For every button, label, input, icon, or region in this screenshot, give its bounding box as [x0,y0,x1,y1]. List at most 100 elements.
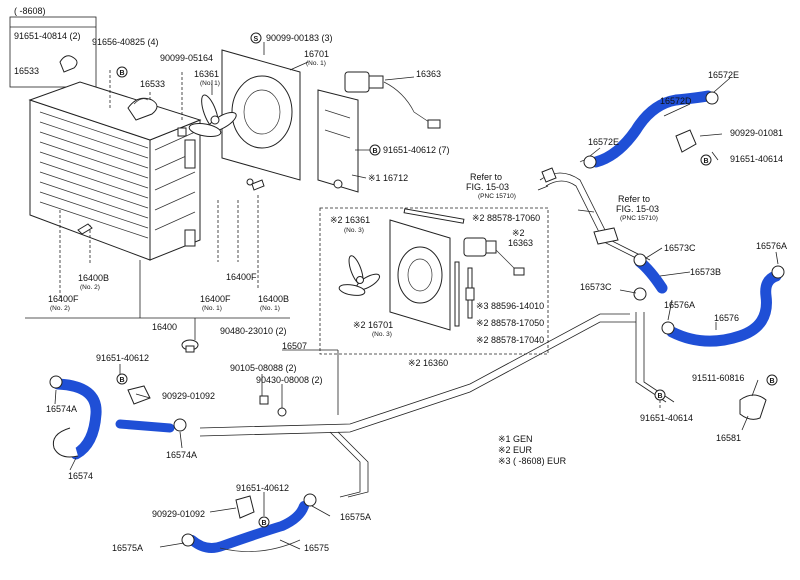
label-16400f-a-sub: (No. 2) [50,305,70,312]
legend-gen: ※1 GEN [498,434,533,444]
label-90099-00183: 90099-00183 (3) [266,33,333,43]
legend-range: ※3 ( -8608) EUR [498,456,567,466]
marker-b-text: B [373,148,378,155]
box-range-label: ( -8608) [14,6,46,16]
label-inset-16361-sub: (No. 3) [344,227,364,234]
label-91651-40612-7: 91651-40612 (7) [383,145,450,155]
label-16572d: 16572D [660,96,692,106]
label-16572e: 16572E [588,137,619,147]
label-91651-40612-bot: 91651-40612 [236,483,289,493]
marker-s-text: S [254,36,259,43]
label-inset-88578-17040: ※2 88578-17040 [476,335,544,345]
radiator-leaders [25,70,290,340]
label-91651-40614-top: 91651-40614 [730,154,783,164]
label-91651-40614-mid: 91651-40614 [640,413,693,423]
label-inset-88578-17050: ※2 88578-17050 [476,318,544,328]
label-16507: 16507 [282,341,307,351]
label-16400b-2: 16400B [258,294,289,304]
label-16400f-a: 16400F [48,294,79,304]
marker-b-icon [116,66,128,78]
label-16361-sub: (No. 1) [200,80,220,87]
label-16574: 16574 [68,471,93,481]
label-90929-01092-left: 90929-01092 [162,391,215,401]
clamp-icon [303,493,317,507]
label-16533: 16533 [140,79,165,89]
label-16400b-2-sub: (No. 1) [260,305,280,312]
inset-eur-fan-box [319,207,549,355]
bottom-leaders [54,349,339,550]
hose-16576 [666,270,782,347]
right-leaders [537,77,779,431]
label-16400f-b: 16400F [226,272,257,282]
clamp-icon [661,321,675,335]
variant-legend: ※1 GEN ※2 EUR ※3 ( -8608) EUR [498,434,567,466]
box-part-16533: 16533 [14,66,39,76]
clamp-icon [633,253,647,267]
label-inset-88578-17060: ※2 88578-17060 [472,213,540,223]
label-90430-08008: 90430-08008 (2) [256,375,323,385]
label-16576: 16576 [714,313,739,323]
label-refer-2-fig: FIG. 15-03 [616,204,659,214]
marker-b-text: B [770,378,775,385]
label-90480-23010: 90480-23010 (2) [220,326,287,336]
label-16573c-b: 16573C [580,282,612,292]
clamp-icon [771,265,785,279]
box-part-91651-40814: 91651-40814 (2) [14,31,81,41]
label-16400f-c-sub: (No. 1) [202,305,222,312]
label-91656-40825: 91656-40825 (4) [92,37,159,47]
hose-16574 [52,378,102,460]
label-16361: 16361 [194,69,219,79]
label-91511-60816: 91511-60816 [692,373,744,383]
label-16400b: 16400B [78,273,109,283]
fan-motor-icon [344,71,384,93]
marker-b-icon [369,144,381,156]
label-16575a-b: 16575A [112,543,143,553]
label-16574a-b: 16574A [166,450,197,460]
hose-16572d [590,90,714,168]
hose-16574-b [115,419,175,433]
marker-s-icon [250,32,262,44]
clamp-icon [705,91,719,105]
fan-blade-icon [188,94,237,138]
label-16572e-top: 16572E [708,70,739,80]
part-labels: 91656-40825 (4) 16533 90099-05164 16361 … [46,33,787,553]
label-inset-16701: ※2 16701 [353,320,393,330]
label-16581: 16581 [716,433,741,443]
clamp-icon [583,155,597,169]
marker-b-text: B [120,70,125,77]
marker-b-icon [700,154,712,166]
marker-b-text: B [704,158,709,165]
label-90929-01092-bot: 90929-01092 [152,509,205,519]
hose-16575 [187,501,309,553]
clamp-icon [173,418,187,432]
marker-b-icon [116,373,128,385]
clamp-icon [49,375,63,389]
label-16400: 16400 [152,322,177,332]
label-16360: ※2 16360 [408,358,448,368]
radiator-drawing [28,81,202,261]
hose-ends [52,159,597,552]
coolant-hoses [52,90,782,553]
label-inset-16701-sub: (No. 3) [372,331,392,338]
clamp-16581-icon [739,394,767,420]
marker-b-text: B [658,393,663,400]
label-16400b-sub: (No. 2) [80,284,100,291]
marker-b-icon [766,374,778,386]
label-16400f-c: 16400F [200,294,231,304]
clip-16533 [127,97,158,121]
label-refer-2: Refer to [618,194,650,204]
label-16576a-a: 16576A [756,241,787,251]
legend-eur: ※2 EUR [498,445,533,455]
label-refer-1: Refer to [470,172,502,182]
fan-leaders [211,42,415,179]
hose-clamps [49,91,785,547]
label-91651-40612-left: 91651-40612 [96,353,149,363]
label-90929-01081: 90929-01081 [730,128,783,138]
label-inset-88596-14010: ※3 88596-14010 [476,301,544,311]
label-90105-08088: 90105-08088 (2) [230,363,297,373]
inset-motor-icon [463,237,497,257]
clamp-icon [633,287,647,301]
marker-b-icon [258,516,270,528]
label-16576a-b: 16576A [664,300,695,310]
label-16701: 16701 [304,49,329,59]
